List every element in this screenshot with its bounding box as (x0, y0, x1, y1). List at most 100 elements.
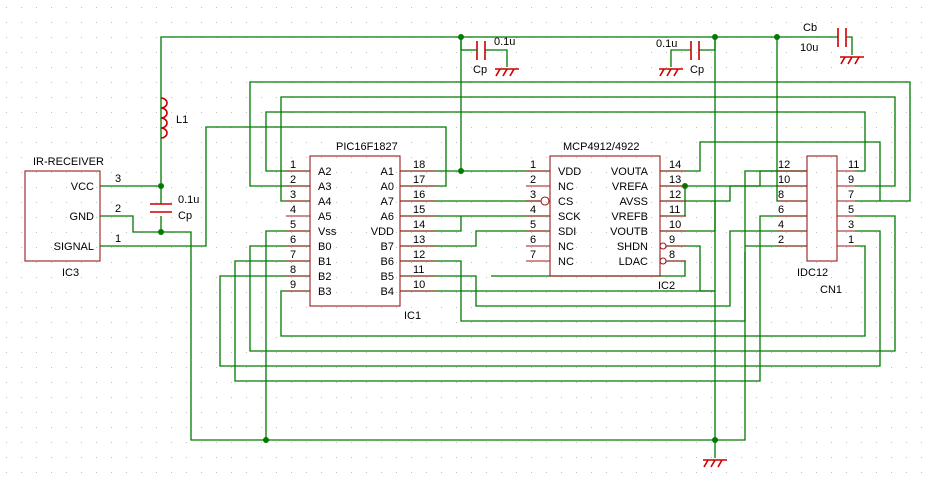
grid-dot (651, 157, 652, 158)
grid-dot (396, 412, 397, 413)
grid-dot (531, 412, 532, 413)
grid-dot (36, 277, 37, 278)
grid-dot (51, 202, 52, 203)
grid-dot (756, 352, 757, 353)
grid-dot (801, 427, 802, 428)
grid-dot (141, 187, 142, 188)
grid-dot (876, 352, 877, 353)
grid-dot (831, 382, 832, 383)
grid-dot (666, 172, 667, 173)
grid-dot (816, 7, 817, 8)
grid-dot (846, 22, 847, 23)
grid-dot (471, 232, 472, 233)
grid-dot (861, 322, 862, 323)
grid-dot (876, 247, 877, 248)
grid-dot (711, 217, 712, 218)
grid-dot (246, 142, 247, 143)
grid-dot (246, 382, 247, 383)
grid-dot (51, 112, 52, 113)
grid-dot (231, 457, 232, 458)
grid-dot (561, 142, 562, 143)
grid-dot (201, 157, 202, 158)
grid-dot (711, 367, 712, 368)
grid-dot (561, 7, 562, 8)
grid-dot (96, 247, 97, 248)
grid-dot (231, 142, 232, 143)
grid-dot (441, 322, 442, 323)
grid-dot (696, 382, 697, 383)
grid-dot (156, 292, 157, 293)
grid-dot (441, 247, 442, 248)
grid-dot (471, 22, 472, 23)
grid-dot (36, 97, 37, 98)
cp-dac-value: 0.1u (656, 38, 677, 50)
grid-dot (501, 67, 502, 68)
grid-dot (666, 247, 667, 248)
grid-dot (246, 202, 247, 203)
grid-dot (261, 277, 262, 278)
grid-dot (441, 142, 442, 143)
wire-pic-a2 (265, 111, 866, 172)
grid-dot (576, 22, 577, 23)
ic1-pin-label: B4 (381, 286, 394, 298)
grid-dot (516, 67, 517, 68)
grid-dot (906, 427, 907, 428)
grid-dot (231, 172, 232, 173)
grid-dot (741, 157, 742, 158)
grid-dot (906, 232, 907, 233)
grid-dot (921, 172, 922, 173)
grid-dot (681, 157, 682, 158)
grid-dot (651, 247, 652, 248)
grid-dot (636, 457, 637, 458)
grid-dot (141, 52, 142, 53)
ic2-pin-label: SDI (558, 226, 576, 238)
grid-dot (201, 67, 202, 68)
grid-dot (381, 427, 382, 428)
grid-dot (36, 442, 37, 443)
grid-dot (441, 367, 442, 368)
grid-dot (516, 277, 517, 278)
grid-dot (846, 157, 847, 158)
grid-dot (111, 67, 112, 68)
grid-dot (141, 457, 142, 458)
grid-dot (126, 472, 127, 473)
grid-dot (96, 277, 97, 278)
grid-dot (456, 457, 457, 458)
grid-dot (576, 142, 577, 143)
grid-dot (306, 322, 307, 323)
grid-dot (21, 127, 22, 128)
grid-dot (321, 322, 322, 323)
ic1-pin-number: 18 (413, 159, 425, 171)
grid-dot (906, 472, 907, 473)
grid-dot (501, 457, 502, 458)
wire-pic-a4 (280, 96, 896, 202)
grid-dot (351, 142, 352, 143)
grid-dot (621, 52, 622, 53)
grid-dot (561, 352, 562, 353)
grid-dot (726, 262, 727, 263)
grid-dot (171, 337, 172, 338)
grid-dot (651, 337, 652, 338)
grid-dot (396, 157, 397, 158)
grid-dot (471, 292, 472, 293)
grid-dot (396, 217, 397, 218)
grid-dot (606, 322, 607, 323)
grid-dot (306, 187, 307, 188)
grid-dot (291, 217, 292, 218)
grid-dot (51, 292, 52, 293)
grid-dot (381, 412, 382, 413)
grid-dot (291, 202, 292, 203)
grid-dot (156, 382, 157, 383)
grid-dot (651, 322, 652, 323)
grid-dot (681, 472, 682, 473)
ground-hatch (509, 68, 515, 77)
grid-dot (156, 142, 157, 143)
grid-dot (816, 127, 817, 128)
grid-dot (336, 412, 337, 413)
grid-dot (81, 442, 82, 443)
grid-dot (696, 22, 697, 23)
wire-pic-a3 (249, 81, 911, 202)
ic2-pin-number: 1 (530, 159, 536, 171)
grid-dot (111, 112, 112, 113)
grid-dot (336, 172, 337, 173)
